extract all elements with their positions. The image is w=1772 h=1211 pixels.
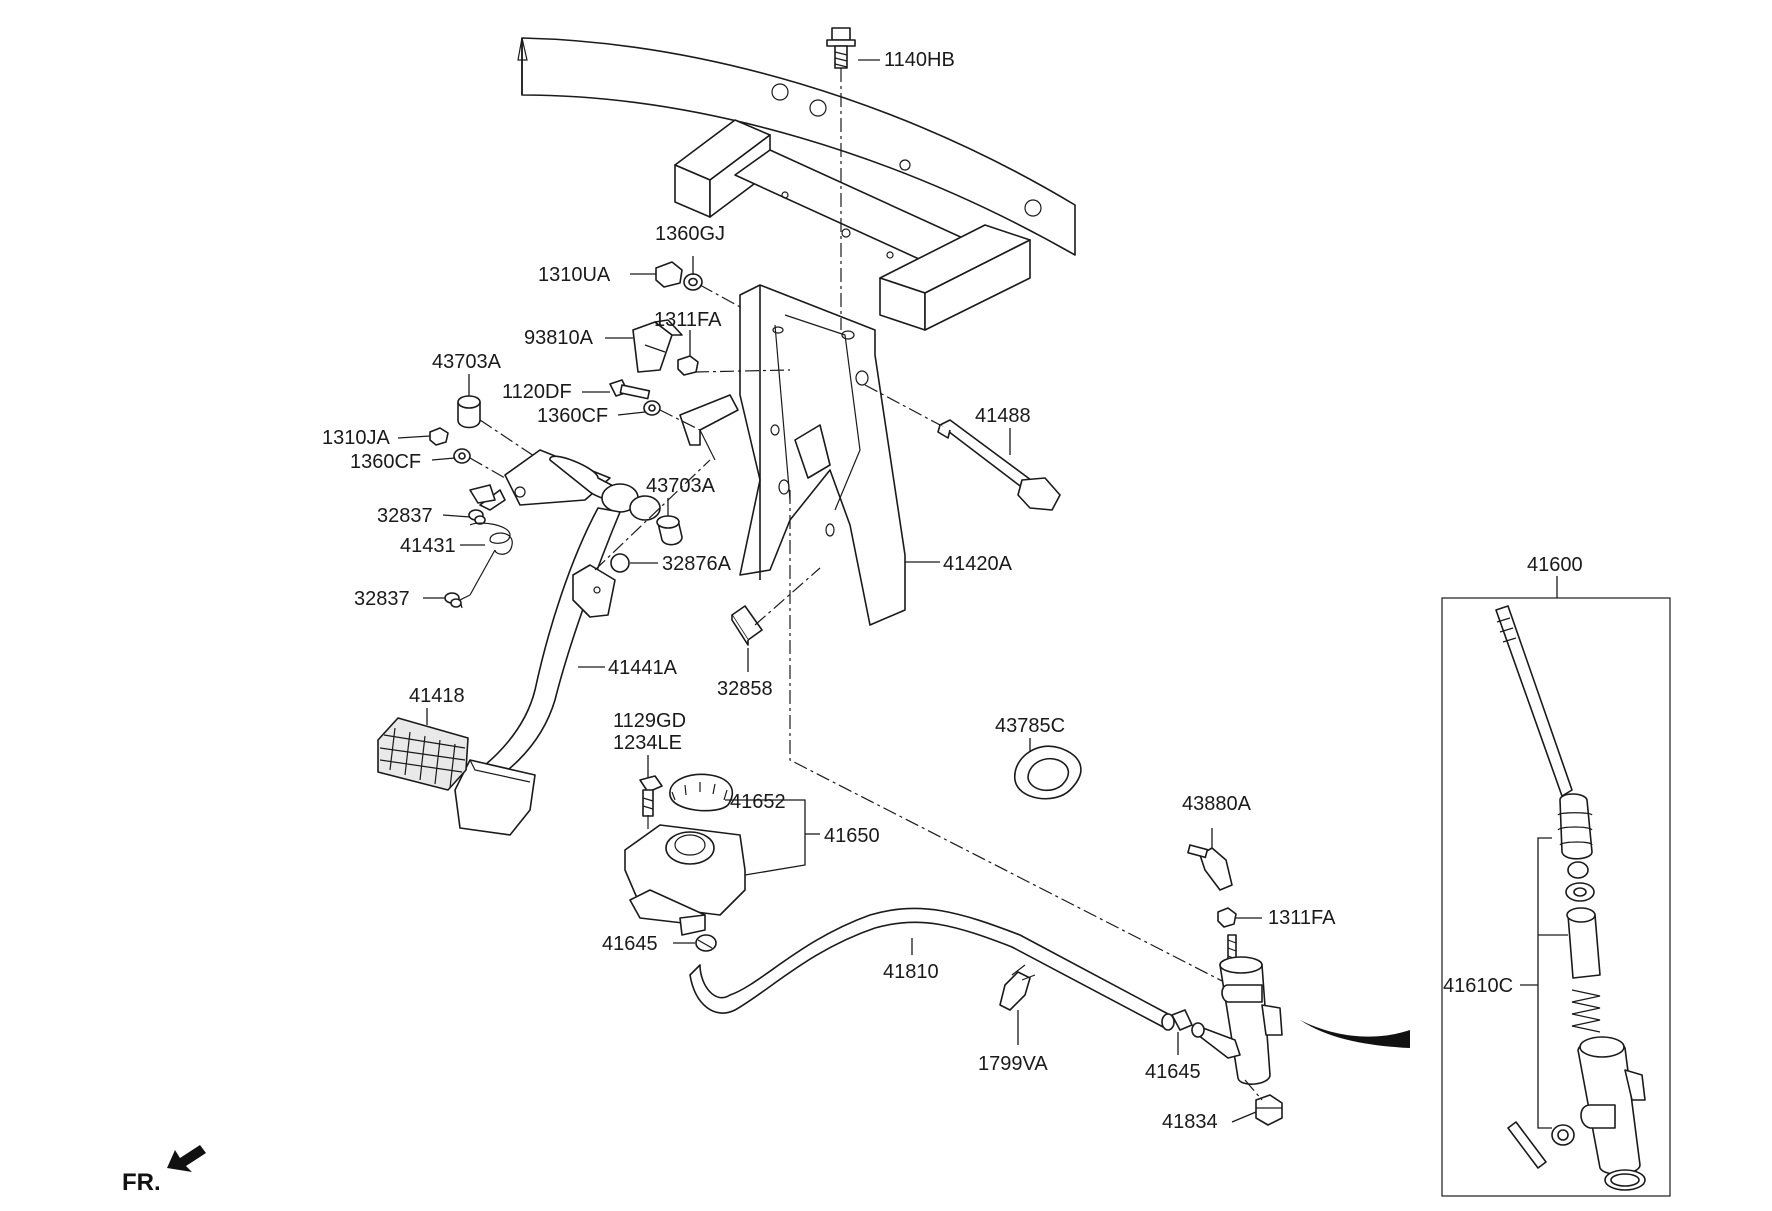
bushing-43703a-top bbox=[457, 395, 481, 429]
part-labels: 1140HB 1360GJ 1310UA 1311FA 93810A 43703… bbox=[322, 49, 1583, 1133]
label-1310ja: 1310JA bbox=[322, 427, 390, 449]
assembly-pin bbox=[1507, 1121, 1547, 1169]
push-rod-43880a bbox=[1187, 844, 1233, 891]
label-41652: 41652 bbox=[730, 791, 786, 813]
nut-1310ja bbox=[429, 427, 449, 446]
label-41834: 41834 bbox=[1162, 1111, 1218, 1133]
plate-bracket bbox=[572, 564, 616, 618]
label-32837-top: 32837 bbox=[377, 505, 433, 527]
washer-1360gj bbox=[683, 273, 703, 291]
label-41610c: 41610C bbox=[1443, 975, 1513, 997]
stopper-32876a bbox=[610, 553, 630, 573]
front-arrow-icon bbox=[167, 1145, 206, 1172]
label-41418: 41418 bbox=[409, 685, 465, 707]
return-spring-41431 bbox=[459, 522, 513, 609]
front-direction-indicator: FR. bbox=[122, 1145, 206, 1196]
grommet-43785c bbox=[1014, 745, 1082, 800]
label-43703a-top: 43703A bbox=[432, 351, 502, 373]
label-1799va: 1799VA bbox=[978, 1053, 1048, 1075]
front-label: FR. bbox=[122, 1169, 161, 1196]
bolt-1120df bbox=[609, 379, 651, 400]
hose-clip-1799va bbox=[999, 964, 1036, 1011]
label-1360cf-top: 1360CF bbox=[537, 405, 608, 427]
assembly-cylinder-body bbox=[1577, 1036, 1646, 1175]
label-1360cf-left: 1360CF bbox=[350, 451, 421, 473]
assembly-piston bbox=[1566, 907, 1601, 979]
pedal-rubber-pad-41418 bbox=[377, 717, 469, 791]
bushing-43703a-mid bbox=[656, 515, 683, 546]
pedal-pad bbox=[454, 759, 536, 836]
label-43785c: 43785C bbox=[995, 715, 1065, 737]
fitting-41834 bbox=[1255, 1094, 1283, 1126]
reservoir-bolt-1129gd bbox=[639, 775, 663, 817]
label-32837-bottom: 32837 bbox=[354, 588, 410, 610]
label-1129gd: 1129GD bbox=[613, 710, 686, 732]
label-41420a: 41420A bbox=[943, 553, 1013, 575]
label-32858: 32858 bbox=[717, 678, 773, 700]
label-93810a: 93810A bbox=[524, 327, 594, 349]
nut-1310ua bbox=[655, 261, 683, 288]
label-1120df: 1120DF bbox=[502, 381, 572, 403]
callout-41610c-bracket bbox=[1520, 837, 1568, 1129]
assembly-snap-ring bbox=[1567, 861, 1589, 879]
switch-93810a bbox=[632, 319, 683, 373]
switch-bracket bbox=[679, 394, 739, 461]
label-41488: 41488 bbox=[975, 405, 1031, 427]
mounting-bracket-blocks bbox=[674, 119, 1031, 331]
clip-32837-bottom bbox=[444, 592, 462, 608]
label-41645-left: 41645 bbox=[602, 933, 658, 955]
clutch-master-cylinder bbox=[1191, 934, 1283, 1085]
nut-1311fa-top bbox=[677, 355, 699, 376]
clutch-hose-41810 bbox=[689, 907, 1175, 1031]
label-32876a: 32876A bbox=[662, 553, 732, 575]
assembly-push-rod bbox=[1495, 605, 1573, 797]
assembly-centerline bbox=[789, 490, 1231, 986]
assembly-box-41600 bbox=[1441, 597, 1671, 1197]
cowl-cross-member bbox=[517, 37, 1076, 256]
reservoir-41650 bbox=[624, 824, 746, 936]
washer-1360cf-left bbox=[453, 448, 471, 464]
pedal-bracket bbox=[739, 284, 906, 626]
label-41431: 41431 bbox=[400, 535, 456, 557]
label-1311fa-top: 1311FA bbox=[654, 309, 722, 331]
label-1311fa-bottom: 1311FA bbox=[1268, 907, 1336, 929]
label-1310ua: 1310UA bbox=[538, 264, 611, 286]
callout-swoosh bbox=[1300, 1020, 1410, 1048]
assembly-dust-boot bbox=[1557, 793, 1593, 860]
label-41810: 41810 bbox=[883, 961, 939, 983]
hose-clamp-41645-left bbox=[695, 934, 717, 952]
switch-pad-32858 bbox=[731, 605, 763, 646]
label-41645-right: 41645 bbox=[1145, 1061, 1201, 1083]
label-1140hb: 1140HB bbox=[884, 49, 955, 71]
label-41600: 41600 bbox=[1527, 554, 1583, 576]
bolt-1140hb bbox=[826, 27, 856, 69]
hose-clamp-41645-right bbox=[1171, 1009, 1193, 1031]
washer-1360cf-top bbox=[643, 400, 661, 416]
label-43703a-mid: 43703A bbox=[646, 475, 716, 497]
clip-32837-top bbox=[468, 509, 486, 525]
label-41441a: 41441A bbox=[608, 657, 678, 679]
label-1360gj: 1360GJ bbox=[655, 223, 725, 245]
label-1234le: 1234LE bbox=[613, 732, 682, 754]
label-41650: 41650 bbox=[824, 825, 880, 847]
assembly-washer bbox=[1565, 882, 1595, 902]
assembly-spring bbox=[1571, 989, 1601, 1033]
label-43880a: 43880A bbox=[1182, 793, 1252, 815]
assembly-seal-ring bbox=[1551, 1124, 1575, 1146]
nut-1311fa-bottom bbox=[1217, 907, 1237, 928]
pivot-bolt-41488 bbox=[937, 419, 1061, 511]
leader-lines bbox=[397, 256, 1262, 1123]
reservoir-cap-41652 bbox=[669, 773, 734, 812]
assembly-o-ring bbox=[1604, 1169, 1646, 1191]
